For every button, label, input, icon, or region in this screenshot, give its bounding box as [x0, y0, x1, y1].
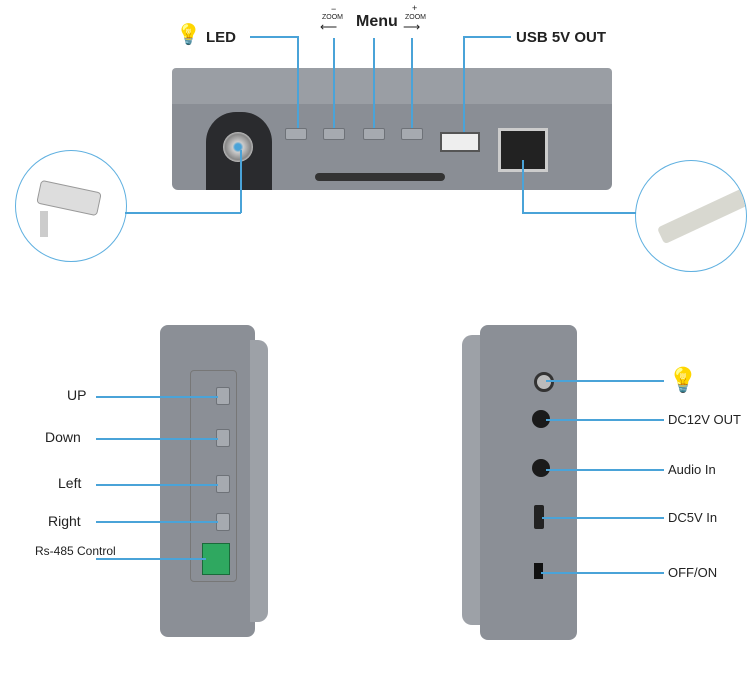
zoom-minus-arrow: ⟵	[320, 20, 338, 34]
sd-slot	[315, 173, 445, 181]
right-label-dc12v: DC12V OUT	[668, 412, 741, 427]
zoom-plus-sign: +	[412, 3, 418, 13]
left-button[interactable]	[216, 475, 230, 493]
led-button[interactable]	[285, 128, 307, 140]
left-side-device	[160, 325, 268, 637]
right-label-audio: Audio In	[668, 462, 716, 477]
bnc-port	[223, 132, 253, 162]
top-device	[172, 68, 612, 190]
menu-label: Menu	[356, 13, 398, 30]
cable-image	[635, 160, 747, 272]
zoom-plus-label: ZOOM	[405, 14, 426, 21]
rs485-connector	[202, 543, 230, 575]
down-button[interactable]	[216, 429, 230, 447]
left-label-rs485: Rs-485 Control	[35, 544, 116, 558]
rj45-port	[498, 128, 548, 172]
zoom-plus-arrow: ⟶	[403, 20, 421, 34]
right-label-power: OFF/ON	[668, 565, 718, 580]
right-label-dc5v: DC5V In	[668, 510, 718, 525]
led-socket	[534, 372, 554, 392]
menu-button[interactable]	[363, 128, 385, 140]
bulb-icon: 💡	[176, 24, 201, 46]
dc12v-jack	[532, 410, 550, 428]
up-button[interactable]	[216, 387, 230, 405]
left-label-right: Right	[48, 513, 81, 529]
cable-icon	[656, 185, 746, 245]
left-label-left: Left	[58, 475, 82, 491]
camera-image	[15, 150, 127, 262]
led-bulb-icon: 💡	[668, 367, 698, 394]
zoom-minus-sign: −	[331, 4, 337, 14]
zoom-minus-button[interactable]	[323, 128, 345, 140]
right-button[interactable]	[216, 513, 230, 531]
zoom-minus-label: ZOOM	[322, 14, 343, 21]
usb-port	[440, 132, 480, 152]
left-label-up: UP	[67, 387, 87, 403]
audio-jack	[532, 459, 550, 477]
zoom-plus-button[interactable]	[401, 128, 423, 140]
power-switch[interactable]	[534, 563, 543, 579]
led-label: LED	[206, 29, 236, 46]
usb-label: USB 5V OUT	[516, 29, 607, 46]
right-side-device	[462, 325, 577, 640]
dc5v-port	[534, 505, 544, 529]
left-label-down: Down	[45, 429, 81, 445]
